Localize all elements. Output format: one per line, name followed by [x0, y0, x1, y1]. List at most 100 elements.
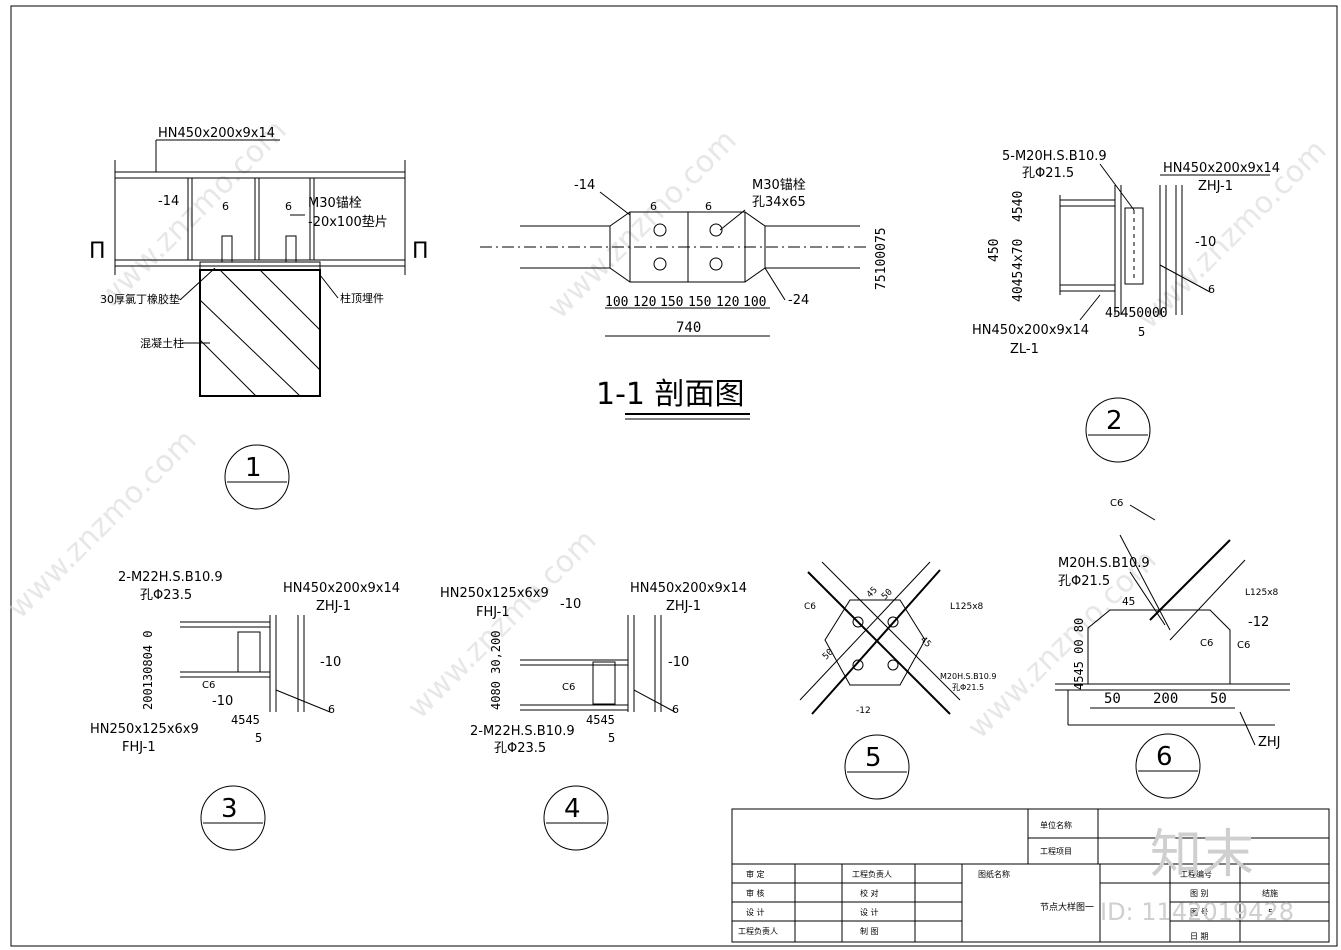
tb-r3: 设 计 — [746, 907, 765, 917]
s11-bolt-label: M30锚栓 — [752, 178, 806, 193]
s11-hole-label: 孔34x65 — [752, 195, 806, 210]
watermark-brand: 知末 — [1150, 825, 1254, 885]
d3-plate-label: -10 — [320, 655, 341, 670]
s11-plate2-label: -24 — [788, 293, 809, 308]
s11-dim-6: 100 — [743, 295, 766, 310]
tb-sheet-label: 结施 — [1262, 888, 1278, 898]
d4-plate-label: -10 — [560, 597, 581, 612]
d6-angle-label: L125x8 — [1245, 588, 1279, 598]
d1-index-number: 1 — [245, 453, 262, 483]
tb-r1: 审 定 — [746, 869, 765, 879]
detail-4: HN250x125x6x9 FHJ-1 HN450x200x9x14 ZHJ-1… — [440, 581, 747, 851]
d5-index-number: 5 — [865, 743, 882, 773]
d3-plate2-label: -10 — [212, 694, 233, 709]
title-block: 审 定 审 核 设 计 工程负责人 工程负责人 校 对 设 计 制 图 图纸名称… — [731, 808, 1330, 943]
tb-drawing-no-label: 图 别 — [1190, 889, 1209, 898]
section-1-1: -14 6 6 M30锚栓 孔34x65 -24 100 120 150 150… — [480, 178, 889, 420]
d5-weld-label: C6 — [804, 602, 816, 612]
d2-vd1: 4540 — [1011, 191, 1026, 222]
d3-weld2-label: 6 — [328, 703, 335, 716]
d2-h: 450 — [987, 239, 1002, 262]
d2-vd3: 4045 — [1011, 271, 1026, 302]
d3-hd: 4545 — [231, 713, 260, 727]
d4-plate2-label: -10 — [668, 655, 689, 670]
tb-date-label: 日 期 — [1190, 932, 1209, 941]
detail-1: HN450x200x9x14 -14 6 6 M30锚栓 -20x100垫片 3… — [89, 126, 429, 510]
d4-hd: 4545 — [586, 713, 615, 727]
s11-dim-1: 100 — [605, 295, 628, 310]
d5-bolt-label: M20H.S.B10.9 — [940, 672, 996, 681]
d3-beam-id: FHJ-1 — [122, 740, 156, 755]
s11-weld-label: 6 — [650, 200, 657, 213]
d6-weld-label: C6 — [1200, 638, 1213, 649]
d2-index-number: 2 — [1106, 406, 1123, 436]
d5-d4: 45 — [918, 635, 933, 650]
s11-weld-label-2: 6 — [705, 200, 712, 213]
tb-project-label: 工程项目 — [1040, 847, 1072, 856]
s11-vdims: 75100075 — [874, 227, 889, 290]
d1-pad-label: 30厚氯丁橡胶垫 — [100, 292, 180, 306]
d1-weld-label: 6 — [222, 200, 229, 213]
tb-r4: 工程负责人 — [738, 926, 778, 936]
d1-weld-label-2: 6 — [285, 200, 292, 213]
detail-2: 5-M20H.S.B10.9 孔Φ21.5 HN450x200x9x14 ZHJ… — [972, 149, 1280, 463]
d1-cut-mark-right: Π — [412, 239, 429, 264]
d6-hole-label: 孔Φ21.5 — [1058, 574, 1110, 589]
d1-plate-label: -14 — [158, 194, 179, 209]
d3-index-circle — [200, 785, 266, 851]
d3-weld-label: C6 — [202, 680, 215, 691]
s11-dim-2: 120 — [633, 295, 656, 310]
d1-embed-label: 柱顶埋件 — [340, 291, 384, 305]
tb-c4: 制 图 — [860, 926, 879, 936]
d4-index-number: 4 — [564, 794, 581, 824]
d2-vd2: 4x70 — [1011, 239, 1026, 270]
d2-col-id: ZHJ-1 — [1198, 179, 1233, 194]
d1-beam-label: HN450x200x9x14 — [158, 126, 275, 141]
d2-weld-label: 6 — [1208, 283, 1215, 296]
d5-hole-label: 孔Φ21.5 — [952, 683, 984, 692]
d2-hd: 45450000 — [1105, 306, 1168, 321]
d4-col-id: ZHJ-1 — [666, 599, 701, 614]
d4-weld2-label: 6 — [672, 703, 679, 716]
d2-col-label: HN450x200x9x14 — [1163, 161, 1280, 176]
d6-plate-label: -12 — [1248, 615, 1269, 630]
d3-hd2: 5 — [255, 731, 262, 745]
d1-bolt-label: M30锚栓 — [308, 196, 362, 211]
d6-vd: 4545 00 80 — [1072, 618, 1086, 690]
d6-hd-2: 200 — [1153, 691, 1178, 707]
d4-index-circle — [543, 785, 609, 851]
detail-5: L125x8 C6 M20H.S.B10.9 孔Φ21.5 -12 50 45 … — [799, 561, 996, 800]
d6-index-circle — [1135, 733, 1201, 799]
d6-weld2-label: C6 — [1237, 640, 1250, 651]
d4-vd: 4080 30,200 — [489, 631, 503, 710]
tb-proj-name-label: 图纸名称 — [978, 869, 1010, 879]
tb-c2: 校 对 — [860, 888, 879, 898]
s11-dim-5: 120 — [716, 295, 739, 310]
tb-sub-label: 工程编号 — [1180, 869, 1212, 879]
d3-vd: 200130804 0 — [141, 631, 155, 710]
d3-col-id: ZHJ-1 — [316, 599, 351, 614]
d2-bolt-label: 5-M20H.S.B10.9 — [1002, 149, 1107, 164]
d6-bolt-label: M20H.S.B10.9 — [1058, 556, 1150, 571]
d5-angle-label: L125x8 — [950, 602, 984, 612]
s11-dim-total: 740 — [676, 320, 701, 336]
s11-dim-4: 150 — [688, 295, 711, 310]
tb-sheet-no: 5 — [1268, 908, 1273, 917]
s11-title: 1-1 剖面图 — [596, 377, 745, 412]
d2-beam-label: HN450x200x9x14 — [972, 323, 1089, 338]
d6-col-label: ZHJ — [1258, 735, 1281, 750]
d2-hd2: 5 — [1138, 325, 1145, 339]
d4-hd2: 5 — [608, 731, 615, 745]
d2-hole-label: 孔Φ21.5 — [1022, 166, 1074, 181]
detail-3: 2-M22H.S.B10.9 孔Φ23.5 HN450x200x9x14 ZHJ… — [90, 570, 400, 851]
d6-d45: 45 — [1122, 595, 1135, 608]
s11-dim-3: 150 — [660, 295, 683, 310]
d6-hd-3: 50 — [1210, 691, 1227, 707]
tb-c1: 工程负责人 — [852, 869, 892, 879]
tb-c3: 设 计 — [860, 907, 879, 917]
d3-beam-label: HN250x125x6x9 — [90, 722, 199, 737]
d2-plate-label: -10 — [1195, 235, 1216, 250]
d5-plate-label: -12 — [856, 706, 871, 716]
d3-hole-label: 孔Φ23.5 — [140, 588, 192, 603]
